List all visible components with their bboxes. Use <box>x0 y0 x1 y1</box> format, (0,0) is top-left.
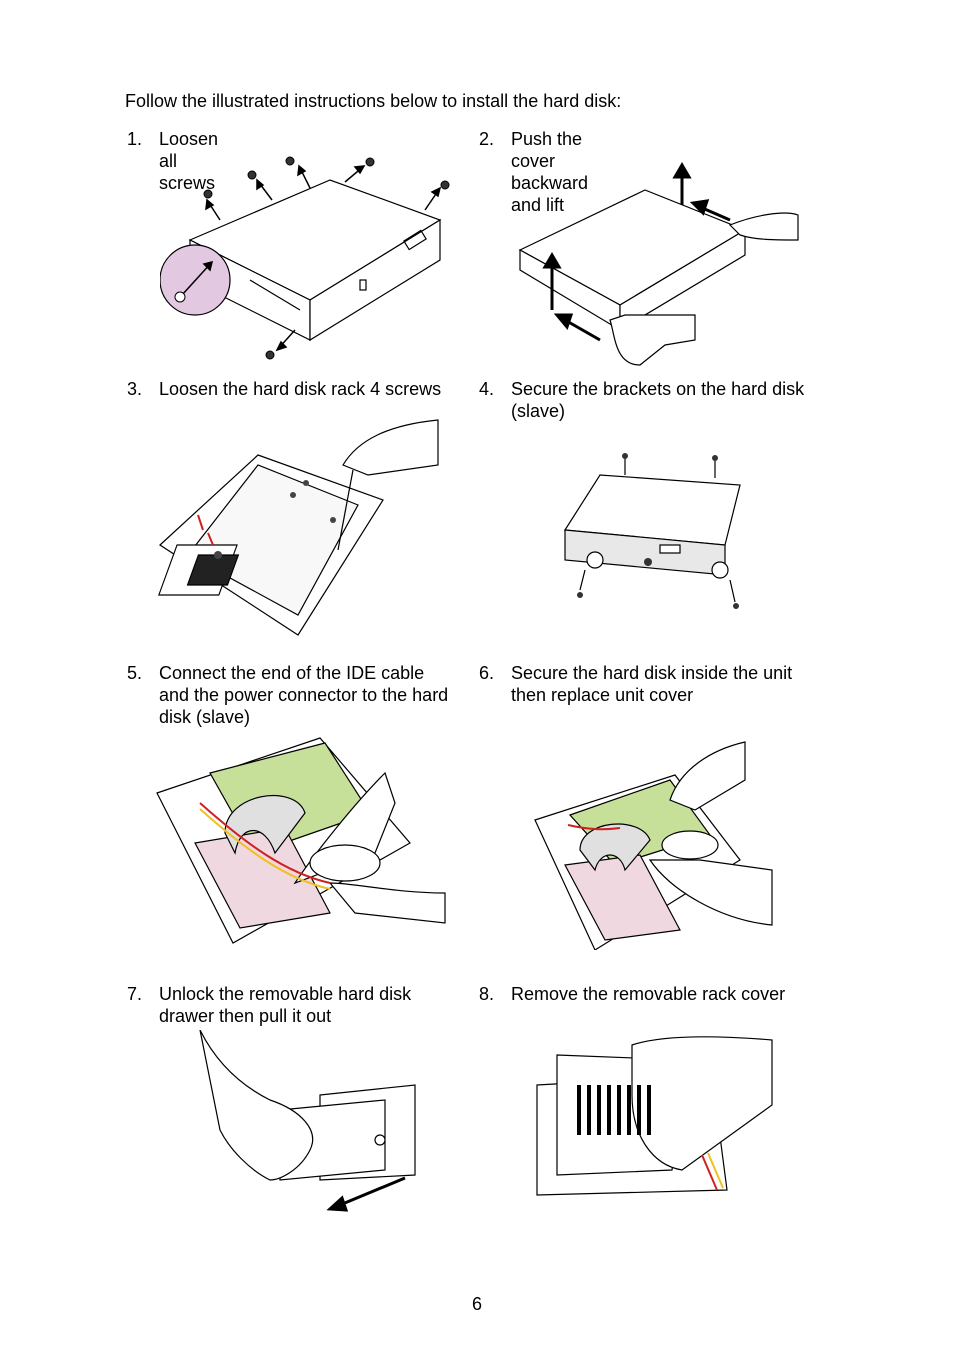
step-number: 3. <box>127 379 143 399</box>
illustration-loosen-screws <box>160 150 460 370</box>
intro-text: Follow the illustrated instructions belo… <box>125 91 622 111</box>
step-number: 1. <box>127 129 143 149</box>
illustration-connect-cable <box>155 733 450 948</box>
step-text: Loosen all screws <box>159 129 219 193</box>
illustration-remove-cover <box>532 1035 777 1200</box>
step-text: Secure the brackets on the hard disk(sla… <box>511 379 805 421</box>
step-number: 8. <box>479 984 495 1004</box>
illustration-loosen-rack-screws <box>158 405 448 645</box>
step-number: 5. <box>127 663 143 683</box>
illustration-pull-drawer <box>190 1030 420 1215</box>
page-number: 6 <box>471 1294 482 1314</box>
step-text: Loosen the hard disk rack 4 screws <box>159 379 442 399</box>
step-number: 2. <box>479 129 495 149</box>
illustration-secure-brackets <box>560 450 750 620</box>
step-number: 6. <box>479 663 495 683</box>
step-number: 7. <box>127 984 143 1004</box>
step-number: 4. <box>479 379 495 399</box>
step-text: Push the cover backward and lift <box>511 129 589 215</box>
illustration-secure-disk <box>530 740 775 950</box>
illustration-push-cover <box>515 155 805 375</box>
step-text: Remove the removable rack cover <box>511 984 786 1004</box>
